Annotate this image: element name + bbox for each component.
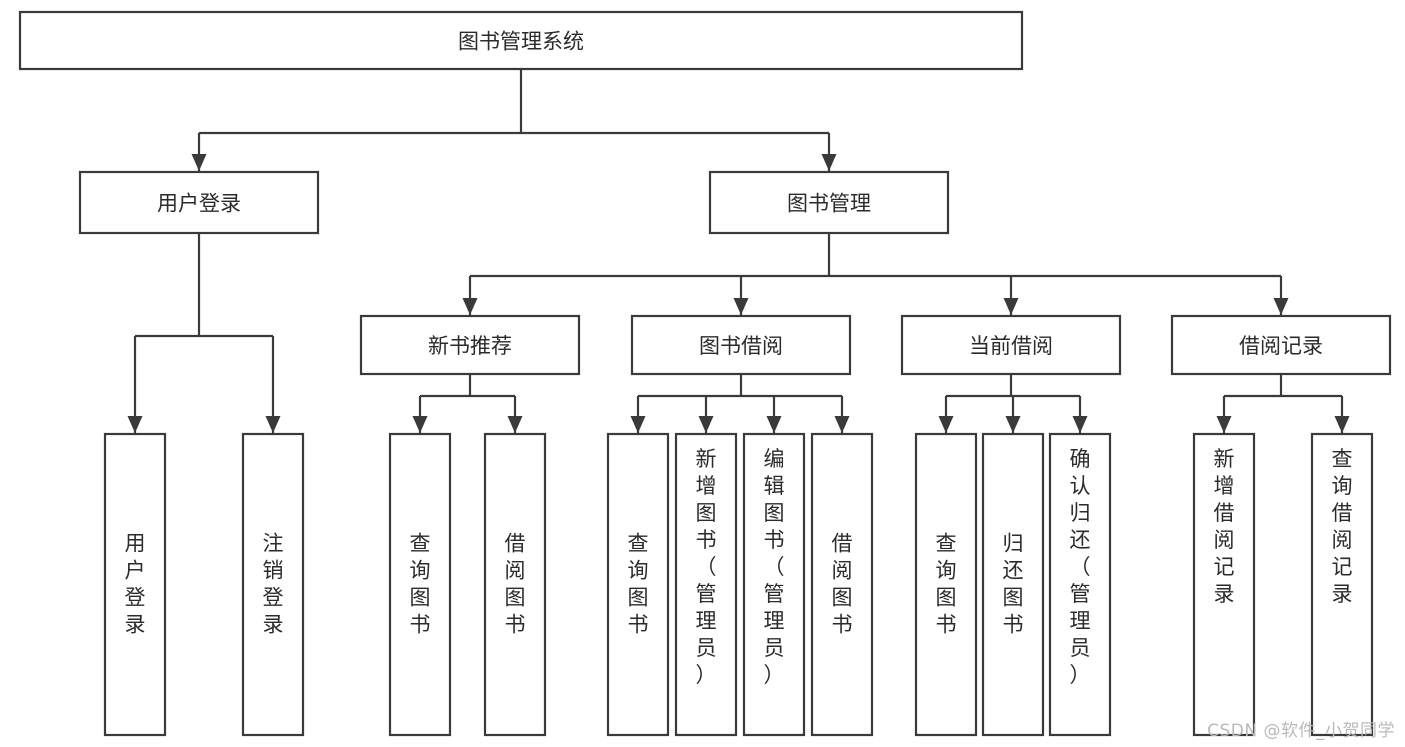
arrow-head-icon — [412, 416, 428, 433]
arrow-head-icon — [1334, 416, 1350, 433]
connector-group-root — [191, 69, 837, 171]
arrow-head-icon — [1003, 298, 1019, 315]
connector-group-book-borrow — [630, 374, 850, 433]
connector-group-new-book-rec — [412, 374, 523, 433]
arrow-head-icon — [766, 416, 782, 433]
arrow-head-icon — [1273, 298, 1289, 315]
node-leaf-user-login[interactable]: 用户登录 — [103, 432, 167, 737]
node-label-leaf-user-login: 用户登录 — [125, 532, 146, 637]
node-box-leaf-edit-book — [742, 432, 806, 737]
node-book-borrow[interactable]: 图书借阅 — [630, 314, 852, 376]
watermark-text: CSDN @软件_小贺同学 — [1207, 721, 1395, 741]
arrow-head-icon — [1005, 416, 1021, 433]
node-box-leaf-borrow-book-2 — [810, 432, 874, 737]
node-current-borrow[interactable]: 当前借阅 — [900, 314, 1122, 376]
node-leaf-query-book-1[interactable]: 查询图书 — [388, 432, 452, 737]
node-leaf-borrow-book-1[interactable]: 借阅图书 — [483, 432, 547, 737]
node-label-leaf-query-record: 查询借阅记录 — [1332, 447, 1353, 606]
node-box-current-borrow — [900, 314, 1122, 376]
node-leaf-query-book-3[interactable]: 查询图书 — [914, 432, 978, 737]
arrow-head-icon — [834, 416, 850, 433]
node-box-leaf-borrow-book-1 — [483, 432, 547, 737]
node-label-new-book-rec: 新书推荐 — [428, 334, 512, 358]
arrow-head-icon — [938, 416, 954, 433]
node-box-leaf-add-book — [674, 432, 738, 737]
node-label-root: 图书管理系统 — [458, 30, 584, 54]
node-label-borrow-record: 借阅记录 — [1239, 334, 1323, 358]
arrow-head-icon — [698, 416, 714, 433]
arrow-head-icon — [127, 416, 143, 433]
arrow-head-icon — [265, 416, 281, 433]
arrow-head-icon — [1216, 416, 1232, 433]
arrow-head-icon — [462, 298, 478, 315]
node-label-leaf-confirm-return: 确认归还（管理员） — [1070, 447, 1091, 687]
node-box-leaf-confirm-return — [1048, 432, 1112, 737]
node-label-leaf-user-logout: 注销登录 — [263, 532, 284, 637]
node-label-leaf-query-book-1: 查询图书 — [410, 532, 431, 637]
node-layer: 图书管理系统用户登录图书管理新书推荐图书借阅当前借阅借阅记录用户登录注销登录查询… — [18, 10, 1392, 737]
node-leaf-add-book[interactable]: 新增图书（管理员） — [674, 432, 738, 737]
node-leaf-add-record[interactable]: 新增借阅记录 — [1192, 432, 1256, 737]
node-leaf-query-book-2[interactable]: 查询图书 — [606, 432, 670, 737]
node-root[interactable]: 图书管理系统 — [18, 10, 1024, 71]
node-label-leaf-query-book-3: 查询图书 — [936, 532, 957, 637]
node-book-manage[interactable]: 图书管理 — [708, 170, 950, 235]
node-leaf-user-logout[interactable]: 注销登录 — [241, 432, 305, 737]
node-box-leaf-query-book-2 — [606, 432, 670, 737]
node-label-book-borrow: 图书借阅 — [699, 334, 783, 358]
node-box-leaf-query-book-3 — [914, 432, 978, 737]
arrow-head-icon — [733, 298, 749, 315]
node-box-leaf-query-record — [1310, 432, 1374, 737]
arrow-head-icon — [507, 416, 523, 433]
arrow-head-icon — [1072, 416, 1088, 433]
node-label-user-login: 用户登录 — [157, 192, 241, 216]
node-leaf-return-book[interactable]: 归还图书 — [981, 432, 1045, 737]
arrow-head-icon — [821, 154, 837, 171]
connector-group-borrow-record — [1216, 374, 1350, 433]
node-box-user-login — [78, 170, 320, 235]
node-user-login[interactable]: 用户登录 — [78, 170, 320, 235]
node-leaf-query-record[interactable]: 查询借阅记录 — [1310, 432, 1374, 737]
node-label-leaf-borrow-book-1: 借阅图书 — [505, 532, 526, 637]
node-label-current-borrow: 当前借阅 — [969, 334, 1053, 358]
connector-layer — [127, 69, 1350, 433]
node-label-leaf-query-book-2: 查询图书 — [628, 532, 649, 637]
node-leaf-borrow-book-2[interactable]: 借阅图书 — [810, 432, 874, 737]
node-box-root — [18, 10, 1024, 71]
node-box-borrow-record — [1170, 314, 1392, 376]
node-box-leaf-return-book — [981, 432, 1045, 737]
node-label-book-manage: 图书管理 — [787, 192, 871, 216]
node-box-book-manage — [708, 170, 950, 235]
arrow-head-icon — [630, 416, 646, 433]
node-leaf-confirm-return[interactable]: 确认归还（管理员） — [1048, 432, 1112, 737]
node-label-leaf-return-book: 归还图书 — [1003, 532, 1024, 637]
node-box-leaf-query-book-1 — [388, 432, 452, 737]
node-label-leaf-add-record: 新增借阅记录 — [1214, 447, 1235, 606]
node-borrow-record[interactable]: 借阅记录 — [1170, 314, 1392, 376]
node-box-new-book-rec — [359, 314, 581, 376]
connector-group-user-login — [127, 233, 281, 433]
node-box-leaf-user-login — [103, 432, 167, 737]
connector-group-current-borrow — [938, 374, 1088, 433]
node-label-leaf-borrow-book-2: 借阅图书 — [832, 532, 853, 637]
node-box-book-borrow — [630, 314, 852, 376]
node-label-leaf-edit-book: 编辑图书（管理员） — [764, 447, 785, 687]
node-label-leaf-add-book: 新增图书（管理员） — [696, 447, 717, 687]
arrow-head-icon — [191, 154, 207, 171]
node-new-book-rec[interactable]: 新书推荐 — [359, 314, 581, 376]
node-leaf-edit-book[interactable]: 编辑图书（管理员） — [742, 432, 806, 737]
connector-group-book-manage — [462, 233, 1289, 315]
node-box-leaf-user-logout — [241, 432, 305, 737]
node-box-leaf-add-record — [1192, 432, 1256, 737]
